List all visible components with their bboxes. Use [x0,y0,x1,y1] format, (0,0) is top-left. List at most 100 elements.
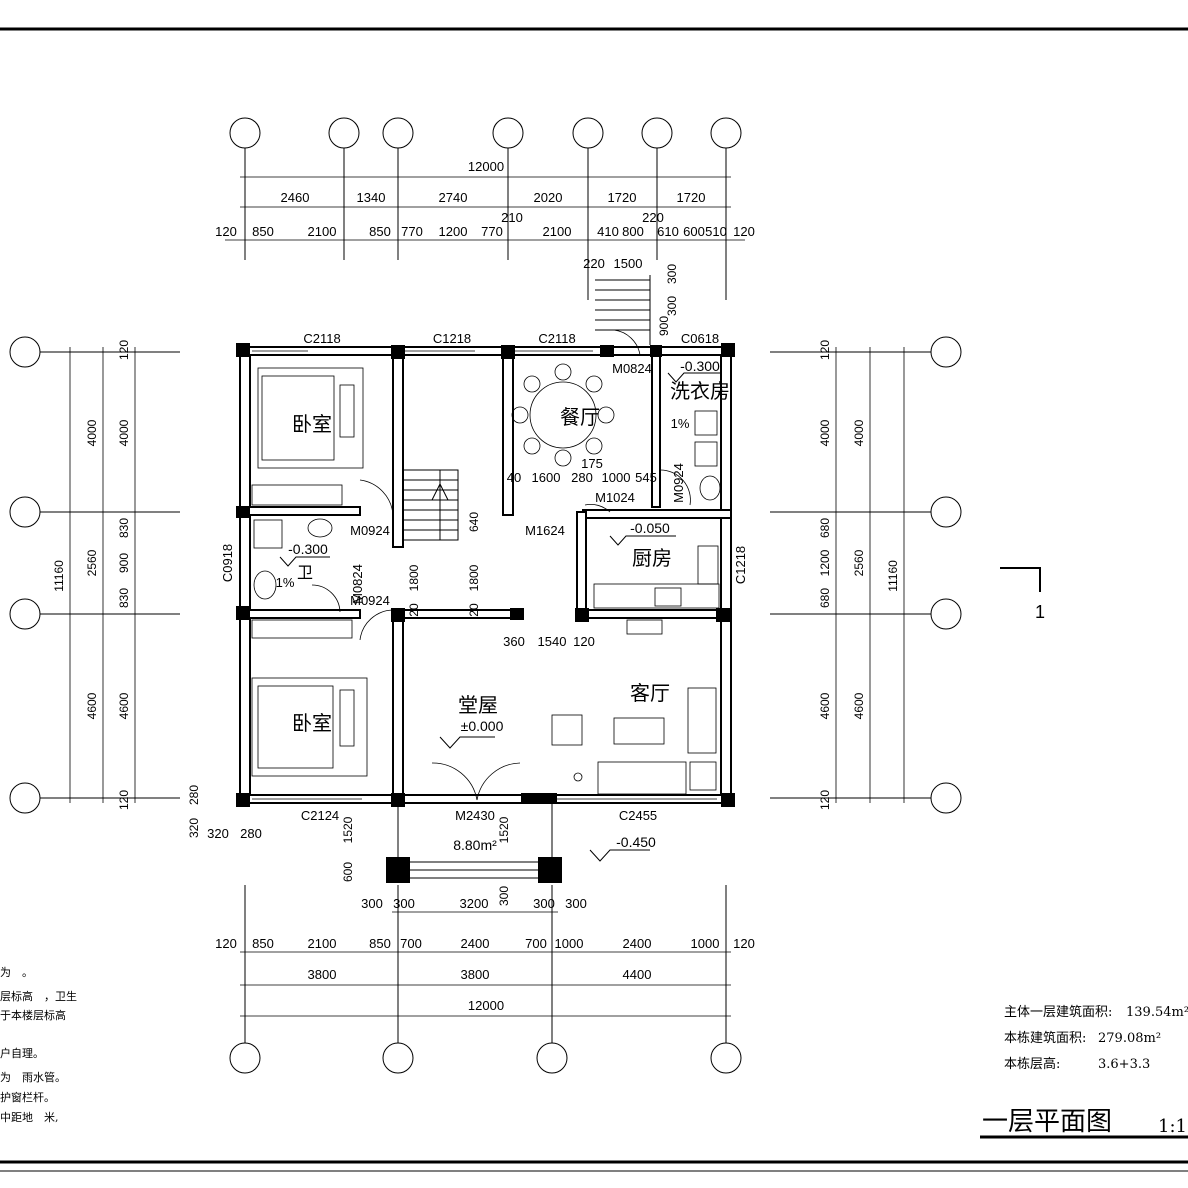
left-dimensions: 11160 4000 2560 4600 120 4000 830 900 83… [52,340,131,810]
room-hall: 堂屋 [458,693,498,717]
area-total-value: 279.08m² [1098,1031,1161,1046]
dim-right-total: 11160 [886,560,900,592]
dim-left-detail: 4600 [117,692,131,719]
drawing-title: 一层平面图 [982,1107,1112,1137]
dim-right-axis: 4600 [852,692,866,719]
dim-top-detail: 610 [657,224,679,239]
dimension-lines [69,176,905,1017]
dim-top-detail: 510 [705,224,727,239]
dim-left-detail: 4000 [117,419,131,446]
section-mark-label: 1 [1035,602,1045,622]
dim-inner-1800a: 1800 [407,564,421,591]
floor-height-value: 3.6+3.3 [1098,1057,1150,1072]
top-dimensions: 12000 2460 1340 2740 2020 1720 1720 210 … [215,159,755,336]
dim-inner-640: 640 [467,512,481,532]
dim-inner-20b: 20 [467,603,481,617]
dim-bottom-total: 12000 [468,998,504,1013]
dim-left-detail: 900 [117,553,131,573]
dim-porch: 300 [497,886,511,906]
furniture [251,329,721,801]
notes-block: 为 。 层标高 ，卫生 于本楼层标高 户自理。 为 雨水管。 护窗栏杆。 中距地… [0,966,77,1124]
tag-m1024: M1024 [595,490,635,505]
dim-stair-1500: 1500 [614,256,643,271]
axis-bubbles [9,117,962,1074]
dim-top-detail: 770 [401,224,423,239]
dim-top-detail: 600 [683,224,705,239]
tag-m0824-bath: M0824 [350,564,365,604]
dim-corner: 320 [187,818,201,838]
room-bath: 卫 [297,563,313,582]
dim-right-axis: 2560 [852,549,866,576]
level-kitchen: -0.050 [630,520,670,536]
stair [402,469,459,541]
dim-top-axis: 2460 [281,190,310,205]
room-laundry: 洗衣房 [670,379,730,403]
dim-porch-600: 600 [341,862,355,882]
bottom-dimensions: 120 850 2100 850 700 2400 700 1000 2400 … [215,936,755,1013]
dim-top-210: 210 [501,210,523,225]
dim-porch: 300 [393,896,415,911]
area-summary: 主体一层建筑面积: 139.54m² 本栋建筑面积: 279.08m² 本栋层高… [1004,1004,1188,1072]
dim-right-detail: 4000 [818,419,832,446]
dim-stair-300b: 300 [665,296,679,316]
tag-c0918: C0918 [220,544,235,582]
tag-m0824-top: M0824 [612,361,652,376]
drawing-scale: 1:1 [1158,1116,1187,1137]
area-main-label: 主体一层建筑面积: [1004,1004,1112,1020]
level-markers [279,372,722,862]
tag-m1624: M1624 [525,523,565,538]
dim-porch: 300 [361,896,383,911]
dim-left-axis: 4000 [85,419,99,446]
dim-top-detail: 2100 [543,224,572,239]
level-hall: ±0.000 [461,718,504,734]
dim-inner-40: 40 [507,470,521,485]
dim-top-detail: 850 [369,224,391,239]
entry-steps [595,275,651,345]
note-line: 为 雨水管。 [0,1070,66,1084]
dim-bottom-detail: 2400 [623,936,652,951]
dim-bottom-detail: 850 [369,936,391,951]
dim-inner-20a: 20 [407,603,421,617]
note-line: 户自理。 [0,1046,44,1060]
dim-inner-1600: 1600 [532,470,561,485]
dim-top-detail: 850 [252,224,274,239]
level-laundry: -0.300 [680,358,720,374]
dim-inner-280: 280 [571,470,593,485]
dim-corner: 280 [187,785,201,805]
dim-bottom-detail: 2400 [461,936,490,951]
dim-bottom-detail: 850 [252,936,274,951]
room-bedroom-top: 卧室 [292,412,332,436]
dim-left-detail: 120 [117,790,131,810]
level-bath: -0.300 [288,541,328,557]
dim-bottom-detail: 2100 [308,936,337,951]
dim-top-detail: 120 [215,224,237,239]
dim-left-detail: 830 [117,588,131,608]
dim-top-detail: 1200 [439,224,468,239]
dim-bottom-axis: 3800 [461,967,490,982]
dim-top-axis: 2020 [534,190,563,205]
dim-top-total: 12000 [468,159,504,174]
room-dining: 餐厅 [560,405,600,429]
dim-corner: 280 [240,826,262,841]
dim-left-axis: 2560 [85,549,99,576]
level-outdoor: -0.450 [616,834,656,850]
level-labels: ±0.000 -0.300 -0.300 -0.050 -0.450 8.80m… [276,358,720,853]
dim-top-220: 220 [642,210,664,225]
dim-bottom-detail: 1000 [691,936,720,951]
tag-c1218-right: C1218 [733,546,748,584]
note-line: 层标高 ，卫生 [0,989,77,1003]
dim-top-axis: 1720 [608,190,637,205]
note-line: 护窗栏杆。 [0,1090,55,1104]
dim-inner-1000: 1000 [602,470,631,485]
columns [236,343,735,883]
dim-bottom-axis: 3800 [308,967,337,982]
dim-porch: 300 [533,896,555,911]
dim-bottom-axis: 4400 [623,967,652,982]
dim-top-detail: 800 [622,224,644,239]
drawing-frame [0,27,1188,1172]
dim-bottom-detail: 120 [733,936,755,951]
porch [397,803,553,879]
area-total-label: 本栋建筑面积: [1004,1030,1086,1046]
note-line: 中距地 米, [0,1111,59,1124]
